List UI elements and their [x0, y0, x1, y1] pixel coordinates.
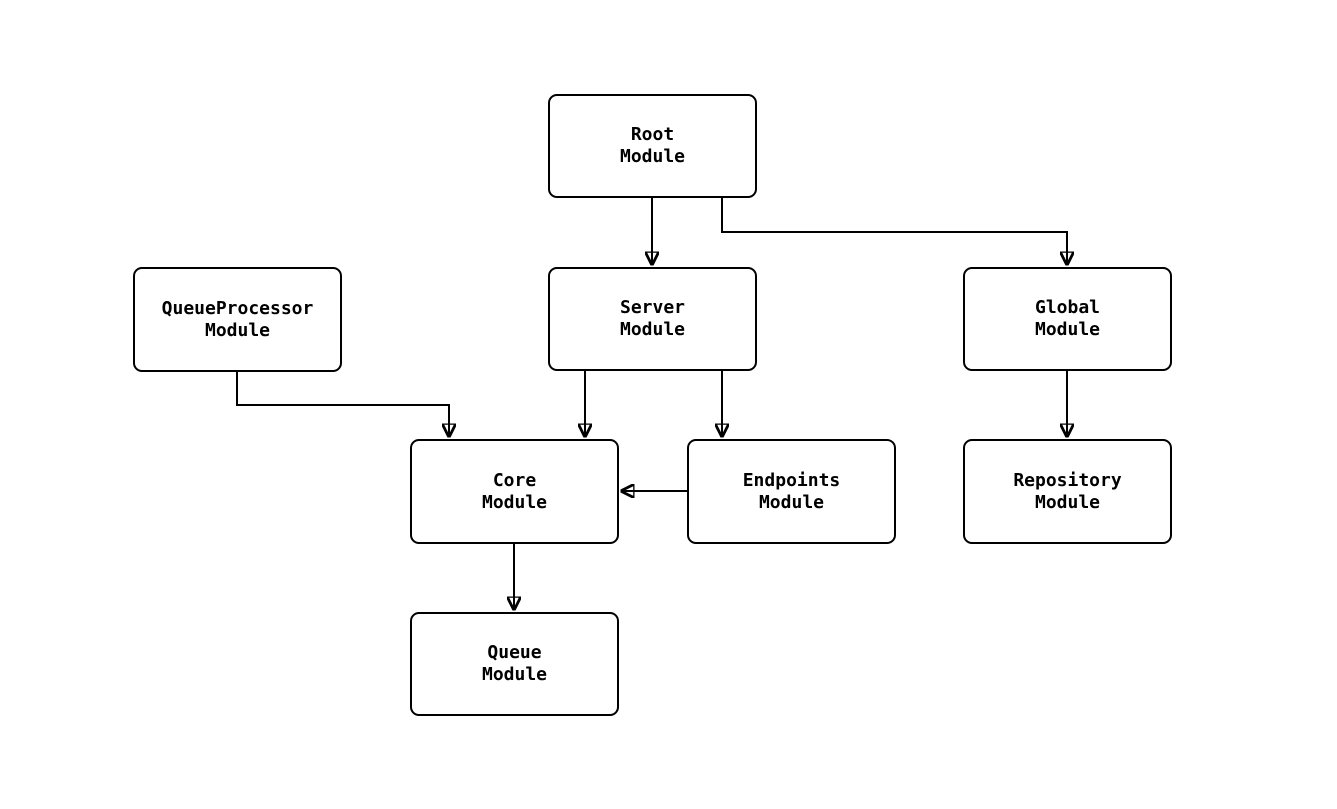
node-core-module: Core Module: [410, 439, 619, 544]
node-root-module: Root Module: [548, 94, 757, 198]
node-core-module-label: Core Module: [481, 469, 548, 513]
node-queueprocessor-module: QueueProcessor Module: [133, 267, 342, 372]
node-queue-module-label: Queue Module: [481, 642, 548, 685]
node-queueprocessor-module-label: QueueProcessor Module: [161, 297, 314, 341]
node-repository-module-label: Repository Module: [1013, 469, 1122, 513]
node-repository-module: Repository Module: [963, 439, 1172, 544]
edge-queueprocessor-to-core: [236, 372, 449, 436]
node-global-module-label: Global Module: [1034, 297, 1101, 340]
node-root-module-label: Root Module: [619, 124, 686, 167]
edge-root-to-global: [721, 198, 1067, 264]
node-global-module: Global Module: [963, 267, 1172, 371]
node-queue-module: Queue Module: [410, 612, 619, 716]
node-server-module-label: Server Module: [619, 297, 686, 340]
node-server-module: Server Module: [548, 267, 757, 371]
node-endpoints-module-label: Endpoints Module: [742, 469, 841, 513]
node-endpoints-module: Endpoints Module: [687, 439, 896, 544]
